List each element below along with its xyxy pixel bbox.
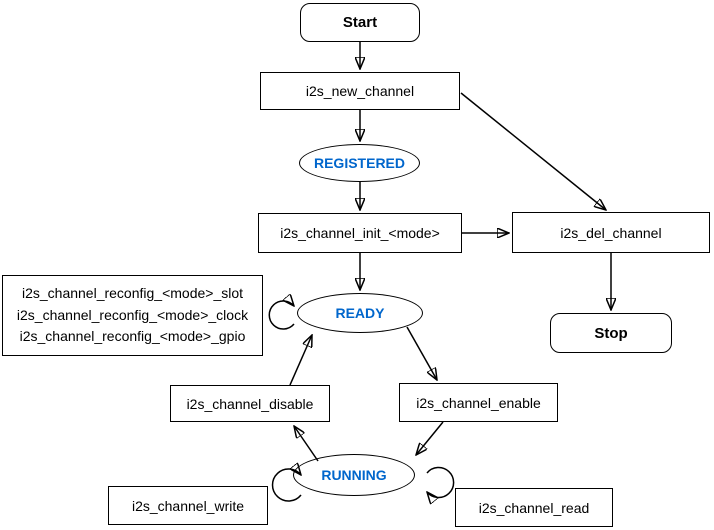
i2s-del-channel-label: i2s_del_channel [560, 224, 662, 241]
reconfig-clock-label: i2s_channel_reconfig_<mode>_clock [16, 306, 249, 323]
node-stop: Stop [550, 313, 672, 353]
i2s-channel-read-label: i2s_channel_read [478, 499, 590, 516]
arrow-enable-to-running [416, 421, 444, 455]
state-registered: REGISTERED [299, 144, 420, 182]
reconfig-slot-label: i2s_channel_reconfig_<mode>_slot [21, 284, 244, 301]
arrow-running-to-disable [294, 426, 319, 462]
node-start: Start [300, 3, 420, 42]
node-i2s-channel-write: i2s_channel_write [108, 486, 268, 525]
ready-label: READY [335, 305, 385, 321]
i2s-channel-enable-label: i2s_channel_enable [416, 394, 541, 411]
node-i2s-del-channel: i2s_del_channel [512, 212, 710, 253]
state-running: RUNNING [293, 454, 415, 496]
self-loop-ready [268, 301, 294, 330]
node-i2s-channel-enable: i2s_channel_enable [399, 383, 558, 422]
node-i2s-channel-init: i2s_channel_init_<mode> [258, 213, 462, 253]
arrow-disable-to-ready [289, 335, 312, 386]
node-i2s-channel-reconfig: i2s_channel_reconfig_<mode>_slot i2s_cha… [2, 275, 263, 356]
node-i2s-new-channel: i2s_new_channel [260, 72, 460, 110]
start-label: Start [342, 14, 378, 31]
registered-label: REGISTERED [313, 155, 405, 171]
node-i2s-channel-read: i2s_channel_read [455, 488, 613, 527]
i2s-channel-disable-label: i2s_channel_disable [186, 395, 314, 412]
reconfig-gpio-label: i2s_channel_reconfig_<mode>_gpio [19, 328, 246, 345]
arrow-ready-to-enable [406, 326, 437, 380]
self-loop-running-right [427, 466, 455, 498]
i2s-channel-init-label: i2s_channel_init_<mode> [280, 225, 440, 241]
stop-label: Stop [594, 324, 628, 342]
i2s-new-channel-label: i2s_new_channel [305, 83, 415, 99]
arrow-new-channel-to-del-channel [460, 92, 606, 210]
node-i2s-channel-disable: i2s_channel_disable [170, 385, 330, 422]
i2s-channel-write-label: i2s_channel_write [131, 497, 245, 514]
state-ready: READY [297, 293, 423, 333]
running-label: RUNNING [321, 467, 387, 483]
